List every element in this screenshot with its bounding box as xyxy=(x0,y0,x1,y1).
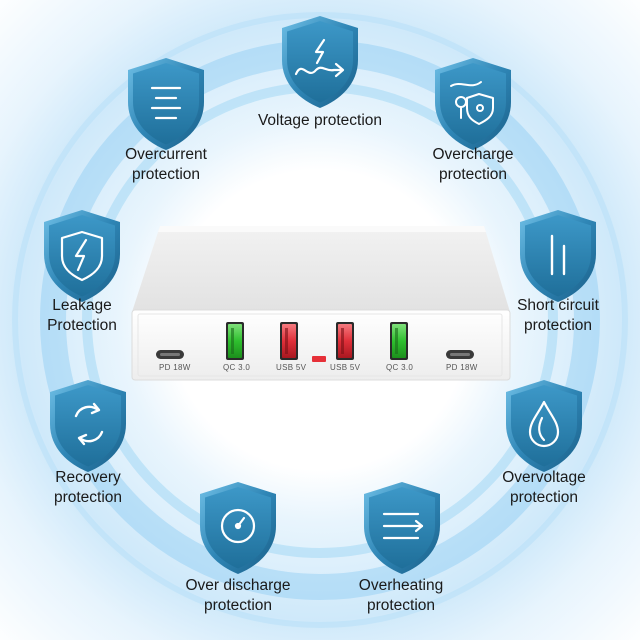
refresh-icon xyxy=(74,402,104,446)
usb-c-port-left xyxy=(156,350,184,359)
lightning-arrow-icon xyxy=(294,38,345,78)
plug-shield-icon xyxy=(450,81,494,125)
voltage-label: Voltage protection xyxy=(257,112,383,129)
overvoltage-shield xyxy=(502,378,586,474)
lightning-shield-icon xyxy=(60,230,104,282)
lines-icon xyxy=(150,86,182,120)
overcurrent-shield xyxy=(124,56,208,152)
port-label: USB 5V xyxy=(276,363,307,372)
port-label: USB 5V xyxy=(330,363,361,372)
overheating-shield xyxy=(360,480,444,576)
usb-port-red-2 xyxy=(336,322,354,360)
arrows-right-icon xyxy=(382,512,424,540)
qc-port-left xyxy=(226,322,244,360)
usb-c-port-right xyxy=(446,350,474,359)
usb-charger-hub: PD 18W QC 3.0 USB 5V USB 5V QC 3.0 PD 18… xyxy=(128,222,514,382)
short-circuit-shield xyxy=(516,208,600,304)
voltage-shield xyxy=(278,14,362,110)
port-label: PD 18W xyxy=(446,363,478,372)
gauge-icon xyxy=(220,508,256,544)
recovery-shield xyxy=(46,378,130,474)
qc-port-right xyxy=(390,322,408,360)
drop-icon xyxy=(528,400,560,448)
port-label: QC 3.0 xyxy=(223,363,251,372)
parallel-lines-icon xyxy=(550,234,566,276)
leakage-shield xyxy=(40,208,124,304)
port-label: PD 18W xyxy=(159,363,191,372)
over-discharge-shield xyxy=(196,480,280,576)
overcharge-shield xyxy=(431,56,515,152)
power-indicator-led xyxy=(312,356,326,362)
port-label: QC 3.0 xyxy=(386,363,414,372)
usb-port-red-1 xyxy=(280,322,298,360)
